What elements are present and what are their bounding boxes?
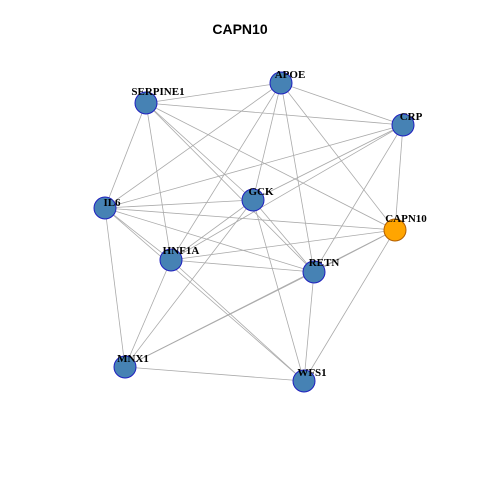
edge-crp-capn10 — [394, 124, 404, 231]
node-wfs1 — [292, 369, 316, 393]
node-label-gck: GCK — [248, 186, 274, 198]
node-layer — [93, 71, 415, 393]
node-serpine1 — [134, 91, 158, 115]
edge-gck-mnx1 — [124, 199, 254, 368]
edge-crp-hnf1a — [170, 124, 404, 261]
node-label-mnx1: MNX1 — [117, 353, 149, 365]
edge-hnf1a-capn10 — [170, 229, 396, 261]
node-label-hnf1a: HNF1A — [163, 245, 200, 257]
node-capn10 — [383, 218, 407, 242]
edge-mnx1-wfs1 — [124, 366, 305, 382]
edge-apoe-hnf1a — [170, 82, 282, 261]
edge-crp-il6 — [104, 124, 404, 209]
node-label-apoe: APOE — [275, 69, 306, 81]
edge-serpine1-retn — [145, 102, 315, 273]
node-gck — [241, 188, 265, 212]
edge-gck-il6 — [104, 199, 254, 209]
node-il6 — [93, 196, 117, 220]
edge-capn10-mnx1 — [124, 229, 396, 368]
node-label-crp: CRP — [400, 111, 423, 123]
edge-apoe-gck — [252, 82, 282, 201]
edge-serpine1-il6 — [104, 102, 147, 209]
edge-gck-wfs1 — [252, 199, 305, 382]
edge-gck-hnf1a — [170, 199, 254, 261]
edge-apoe-capn10 — [280, 82, 396, 231]
edge-serpine1-crp — [145, 102, 404, 126]
edge-crp-gck — [252, 124, 404, 201]
edge-il6-capn10 — [104, 207, 396, 231]
node-label-il6: IL6 — [103, 197, 121, 209]
edge-apoe-crp — [280, 82, 404, 126]
edge-apoe-serpine1 — [145, 82, 282, 104]
node-hnf1a — [159, 248, 183, 272]
edge-capn10-wfs1 — [303, 229, 396, 382]
node-label-wfs1: WFS1 — [297, 367, 326, 379]
edge-il6-hnf1a — [104, 207, 172, 261]
node-crp — [391, 113, 415, 137]
edge-gck-retn — [252, 199, 315, 273]
node-mnx1 — [113, 355, 137, 379]
node-retn — [302, 260, 326, 284]
edge-hnf1a-retn — [170, 259, 315, 273]
node-label-capn10: CAPN10 — [385, 213, 427, 225]
chart-title: CAPN10 — [212, 21, 268, 37]
node-label-retn: RETN — [309, 257, 340, 269]
edge-il6-mnx1 — [104, 207, 126, 368]
node-apoe — [269, 71, 293, 95]
edge-crp-retn — [313, 124, 404, 273]
edge-hnf1a-mnx1 — [124, 259, 172, 368]
edge-serpine1-gck — [145, 102, 254, 201]
edge-layer — [104, 82, 404, 382]
node-label-serpine1: SERPINE1 — [131, 86, 184, 98]
edge-il6-wfs1 — [104, 207, 305, 382]
edge-serpine1-hnf1a — [145, 102, 172, 261]
edge-retn-wfs1 — [303, 271, 315, 382]
edge-il6-retn — [104, 207, 315, 273]
edge-serpine1-capn10 — [145, 102, 396, 231]
edge-hnf1a-wfs1 — [170, 259, 305, 382]
